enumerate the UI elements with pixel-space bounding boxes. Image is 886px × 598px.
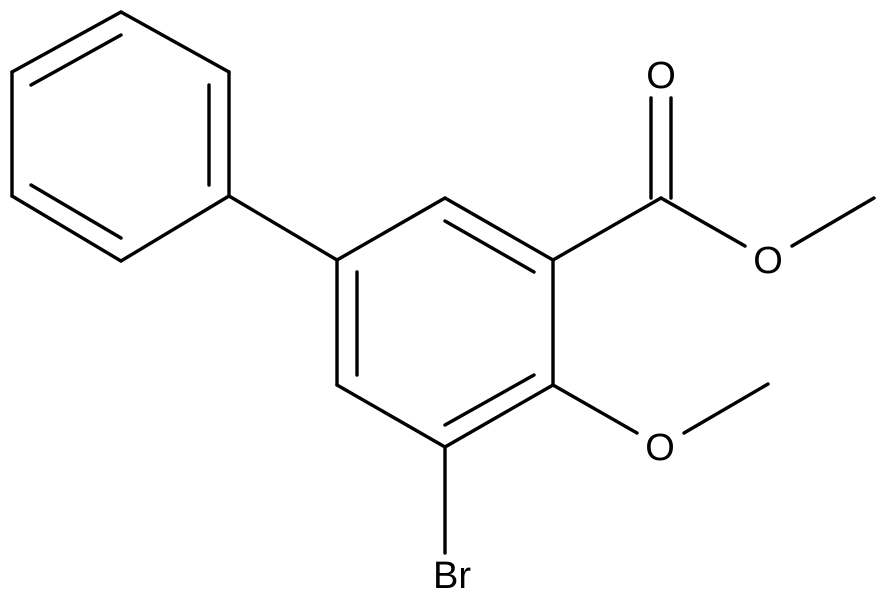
bond-ring-to-methoxy-o [551, 383, 639, 435]
bond-phenyl-1 [119, 10, 231, 74]
bond-phenyl-inner-b [29, 183, 123, 240]
methoxy-group: O [551, 382, 770, 469]
bond-central-1 [335, 196, 447, 262]
ester-group: O O [551, 55, 876, 282]
bond-phenyl-inner-c [29, 33, 123, 87]
bond-phenyl-4 [10, 194, 123, 263]
bond-central-4 [443, 383, 555, 449]
ester-oxygen-label: O [753, 240, 783, 282]
bond-central-inner-a [443, 219, 536, 274]
bond-central-2 [443, 196, 555, 262]
bond-ring-to-carbonyl [551, 196, 663, 262]
bond-biaryl [227, 194, 339, 262]
phenyl-ring [10, 10, 231, 263]
bond-central-inner-b [443, 373, 536, 427]
bond-phenyl-3 [119, 194, 231, 263]
methoxy-oxygen-label: O [645, 427, 675, 469]
bond-carbonyl-to-ester-o [659, 196, 747, 248]
bromine-label: Br [433, 555, 471, 597]
bromo-substituent: Br [433, 445, 471, 597]
bond-methoxy-o-to-methyl [682, 382, 770, 435]
bond-phenyl-6 [10, 10, 123, 74]
central-ring [335, 196, 555, 449]
bond-ester-o-to-methyl [790, 196, 876, 248]
bond-central-5 [335, 383, 447, 449]
carbonyl-oxygen-label: O [646, 55, 676, 97]
